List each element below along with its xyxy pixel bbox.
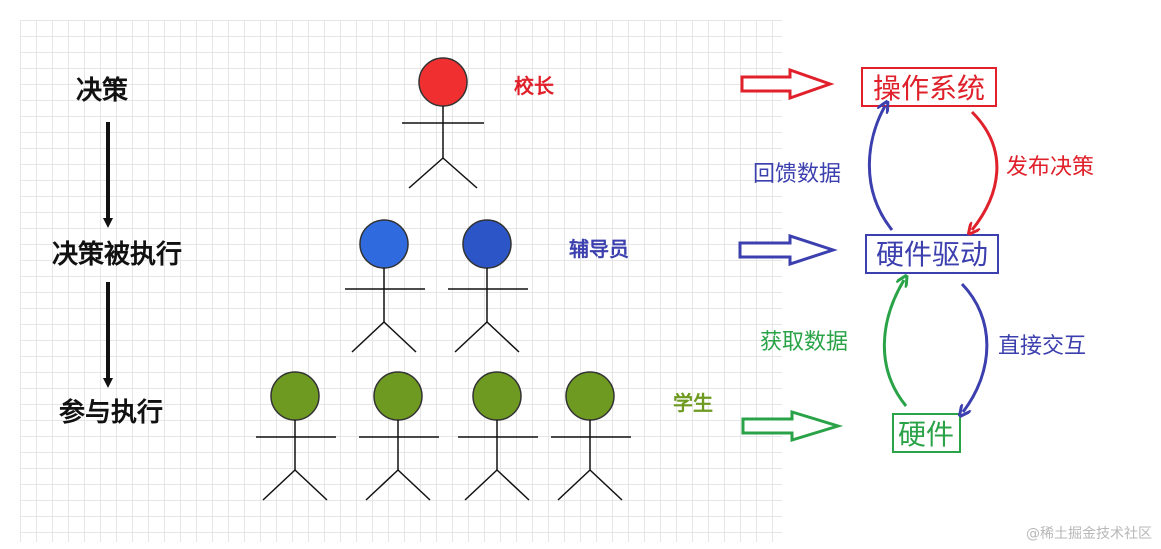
edge-interact: 直接交互 xyxy=(998,334,1086,359)
map-arrow-blue xyxy=(738,233,838,267)
node-hardware-box xyxy=(892,413,961,453)
grid-background xyxy=(20,20,782,542)
arrow-feedback xyxy=(867,106,894,231)
role-student: 学生 xyxy=(673,391,713,415)
level-executed: 决策被执行 xyxy=(52,239,182,270)
node-os: 操作系统 xyxy=(873,72,985,105)
map-arrow-green xyxy=(741,409,844,443)
watermark: @稀土掘金技术社区 xyxy=(1026,526,1152,542)
level-participate: 参与执行 xyxy=(59,397,163,428)
student-figure xyxy=(359,371,439,501)
node-driver-box xyxy=(865,234,999,274)
student-figure xyxy=(458,371,538,501)
student-figure xyxy=(256,371,336,501)
level-decision: 决策 xyxy=(76,75,128,106)
role-principal: 校长 xyxy=(514,74,555,98)
principal-figure xyxy=(402,57,484,189)
student-figure xyxy=(551,371,631,501)
edge-feedback: 回馈数据 xyxy=(753,162,841,187)
node-hardware: 硬件 xyxy=(898,418,954,451)
arrow-interact xyxy=(962,282,989,412)
arrow-fetch xyxy=(882,280,906,407)
arrow-publish xyxy=(972,110,999,230)
counselor-figure xyxy=(448,219,528,353)
edge-publish: 发布决策 xyxy=(1006,155,1094,180)
edge-fetch: 获取数据 xyxy=(760,330,848,355)
role-counselor: 辅导员 xyxy=(569,237,629,261)
counselor-figure xyxy=(345,219,425,353)
node-driver: 硬件驱动 xyxy=(876,238,988,271)
map-arrow-red xyxy=(740,67,835,101)
